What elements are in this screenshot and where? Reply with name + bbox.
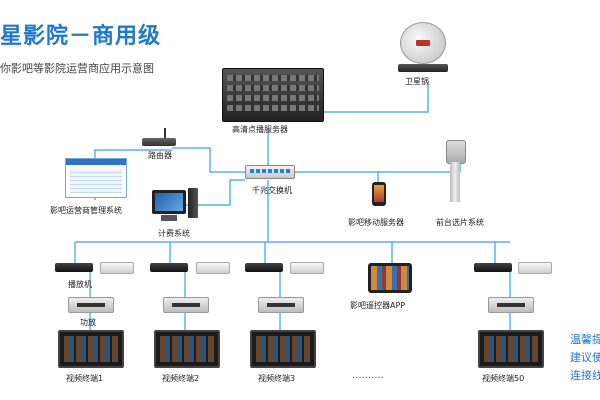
amplifier-icon: [488, 297, 534, 313]
billing-label: 计费系统: [158, 229, 190, 238]
billing-monitor-icon: [152, 190, 186, 221]
player-box-icon: [100, 262, 134, 274]
player-box-icon: [196, 262, 230, 274]
satellite-receiver-icon: [398, 64, 448, 72]
kiosk-label: 前台选片系统: [436, 218, 484, 227]
operator-system-label: 影吧运营商管理系统: [50, 206, 122, 215]
switch-icon: [245, 165, 295, 179]
billing-pc-tower-icon: [188, 188, 198, 218]
kiosk-icon: [446, 140, 466, 164]
kiosk-stand-icon: [450, 162, 460, 202]
player-label: 播放机: [68, 280, 92, 289]
player-icon: [474, 263, 512, 272]
amplifier-icon: [68, 297, 114, 313]
remote-app-tablet-icon: [368, 263, 412, 293]
switch-label: 千兆交换机: [252, 186, 292, 195]
mobile-phone-icon: [372, 182, 386, 206]
video-terminal-label: 视频终端2: [162, 374, 200, 383]
player-box-icon: [518, 262, 552, 274]
amplifier-label: 功放: [80, 318, 96, 327]
video-terminal-label: 视频终端1: [66, 374, 104, 383]
player-box-icon: [290, 262, 324, 274]
router-icon: [142, 128, 176, 146]
player-icon: [55, 263, 93, 272]
player-icon: [150, 263, 188, 272]
video-terminal-icon: [58, 330, 124, 368]
video-terminal-icon: [478, 330, 544, 368]
video-terminal-icon: [154, 330, 220, 368]
router-label: 路由器: [148, 151, 172, 160]
side-note-line: 建议使: [570, 351, 600, 364]
video-terminal-label: 视频终端50: [482, 374, 525, 383]
amplifier-icon: [258, 297, 304, 313]
remote-app-label: 影吧遥控器APP: [350, 301, 406, 310]
satellite-dish-icon: [400, 22, 446, 64]
amplifier-icon: [163, 297, 209, 313]
server-label: 高清点播服务器: [232, 125, 288, 134]
ellipsis: ··········: [352, 373, 384, 384]
video-terminal-icon: [250, 330, 316, 368]
side-note-line: 温馨提: [570, 333, 600, 346]
server-icon: [222, 68, 324, 122]
side-note-line: 连接线: [570, 369, 600, 382]
mobile-server-label: 影吧移动服务器: [348, 218, 404, 227]
page-subtitle: 你影吧等影院运营商应用示意图: [0, 62, 154, 75]
satellite-label: 卫星锅: [405, 77, 429, 86]
video-terminal-label: 视频终端3: [258, 374, 296, 383]
player-icon: [245, 263, 283, 272]
page-title: 星影院－商用级: [0, 24, 162, 49]
operator-system-window-icon: [65, 158, 127, 198]
